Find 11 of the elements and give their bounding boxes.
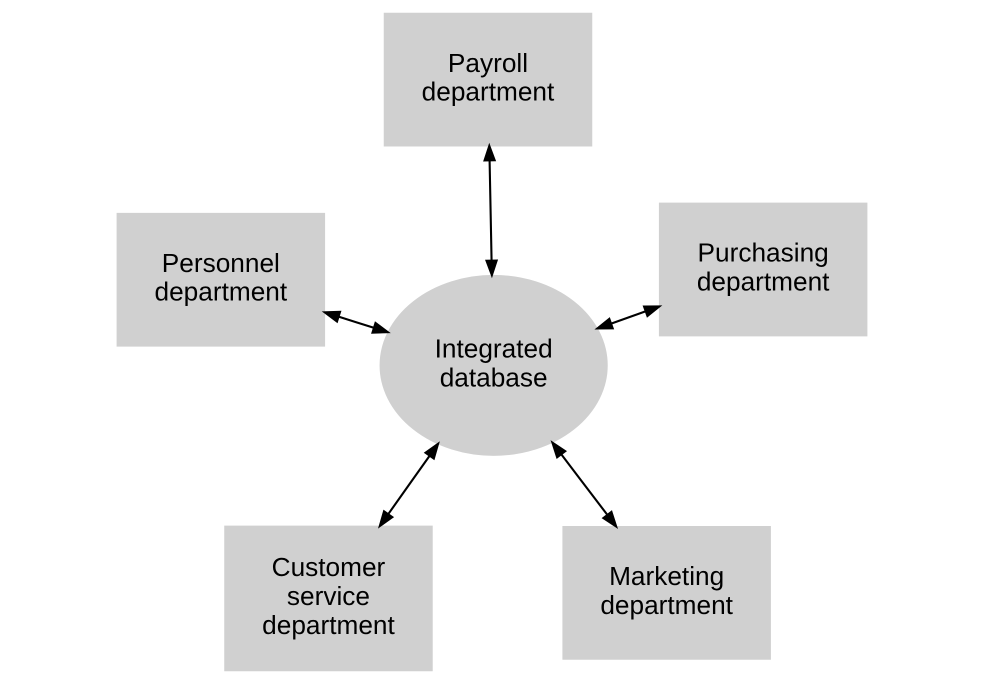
node-box: Customer service department [224,526,432,672]
arrow [550,440,618,529]
node-ellipse: Integrated database [379,274,608,456]
arrow [594,305,662,330]
node-box: Personnel department [116,212,325,347]
node-box: Payroll department [383,12,592,147]
arrow [378,441,440,529]
arrow [482,142,498,278]
node-box: Purchasing department [658,202,867,336]
node-box: Marketing department [562,526,770,660]
arrow [321,310,390,334]
